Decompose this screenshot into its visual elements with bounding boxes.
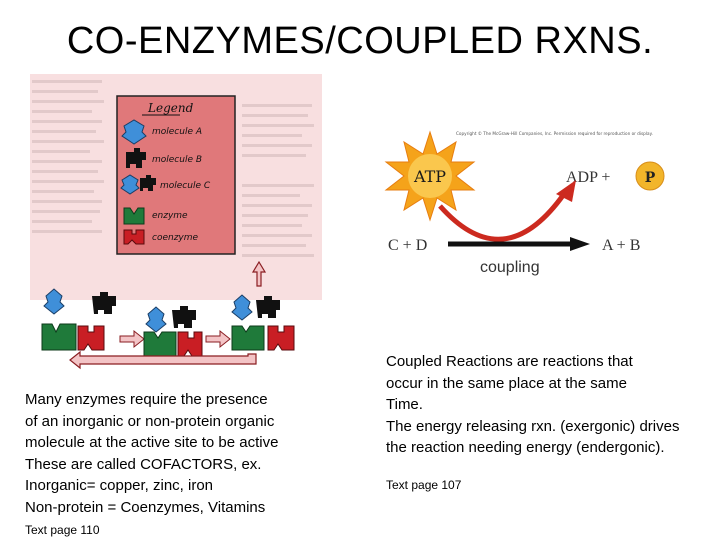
- coupled-line: occur in the same place at the same: [386, 374, 627, 392]
- release-arrow-icon: [251, 260, 267, 287]
- cofactor-line: Many enzymes require the presence: [25, 391, 268, 408]
- products-label: A + B: [602, 237, 640, 254]
- coupled-reactions-description: Coupled Reactions are reactions that occ…: [386, 351, 716, 496]
- cofactor-line: molecule at the active site to be active: [25, 434, 279, 451]
- cofactor-description: Many enzymes require the presence of an …: [25, 389, 325, 542]
- coenzyme-icon: [123, 229, 145, 245]
- cofactor-line: These are called COFACTORS, ex.: [25, 455, 262, 473]
- legend-molecule-c: molecule C: [160, 181, 211, 191]
- cofactor-line: Non-protein = Coenzymes, Vitamins: [25, 498, 266, 516]
- enzyme-coenzyme-figure: Legend molecule A molecule B molecule C …: [30, 74, 322, 370]
- page-reference-left: Text page 110: [25, 523, 100, 537]
- legend-enzyme: enzyme: [152, 211, 188, 221]
- coupled-reaction-figure: Copyright © The McGraw-Hill Companies, I…: [384, 130, 665, 276]
- reaction-steps: [41, 288, 295, 357]
- legend-molecule-b: molecule B: [152, 155, 202, 165]
- atp-label: ATP: [413, 167, 446, 186]
- cofactor-line: Inorganic= copper, zinc, iron: [25, 477, 214, 494]
- legend-coenzyme: coenzyme: [152, 233, 199, 243]
- page-reference-right: Text page 107: [386, 477, 462, 492]
- adp-label: ADP +: [566, 169, 610, 186]
- enzyme-icon: [123, 207, 145, 225]
- coupling-label: coupling: [480, 259, 540, 276]
- reactants-label: C + D: [388, 237, 427, 254]
- recycle-arrow-icon: [69, 350, 257, 370]
- legend-molecule-a: molecule A: [152, 127, 202, 137]
- coupled-line: The energy releasing rxn. (exergonic) dr…: [386, 417, 680, 435]
- legend-box: Legend molecule A molecule B molecule C …: [116, 95, 236, 255]
- coupled-line: the reaction needing energy (endergonic)…: [386, 439, 665, 456]
- phosphate-label: P: [645, 170, 656, 186]
- reaction-arrowhead: [570, 237, 590, 251]
- legend-heading: Legend: [147, 101, 194, 115]
- coupled-line: Coupled Reactions are reactions that: [386, 353, 633, 370]
- coupled-line: Time.: [386, 396, 423, 413]
- copyright-text: Copyright © The McGraw-Hill Companies, I…: [456, 131, 653, 136]
- slide-title: CO-ENZYMES/COUPLED RXNS.: [66, 20, 654, 62]
- cofactor-line: of an inorganic or non-protein organic: [25, 412, 275, 430]
- molecule-c-icon: [120, 174, 156, 195]
- energy-transfer-arrow: [438, 192, 567, 242]
- molecule-b-icon: [126, 148, 146, 168]
- phosphate-icon: [635, 161, 665, 191]
- molecule-a-icon: [121, 119, 147, 145]
